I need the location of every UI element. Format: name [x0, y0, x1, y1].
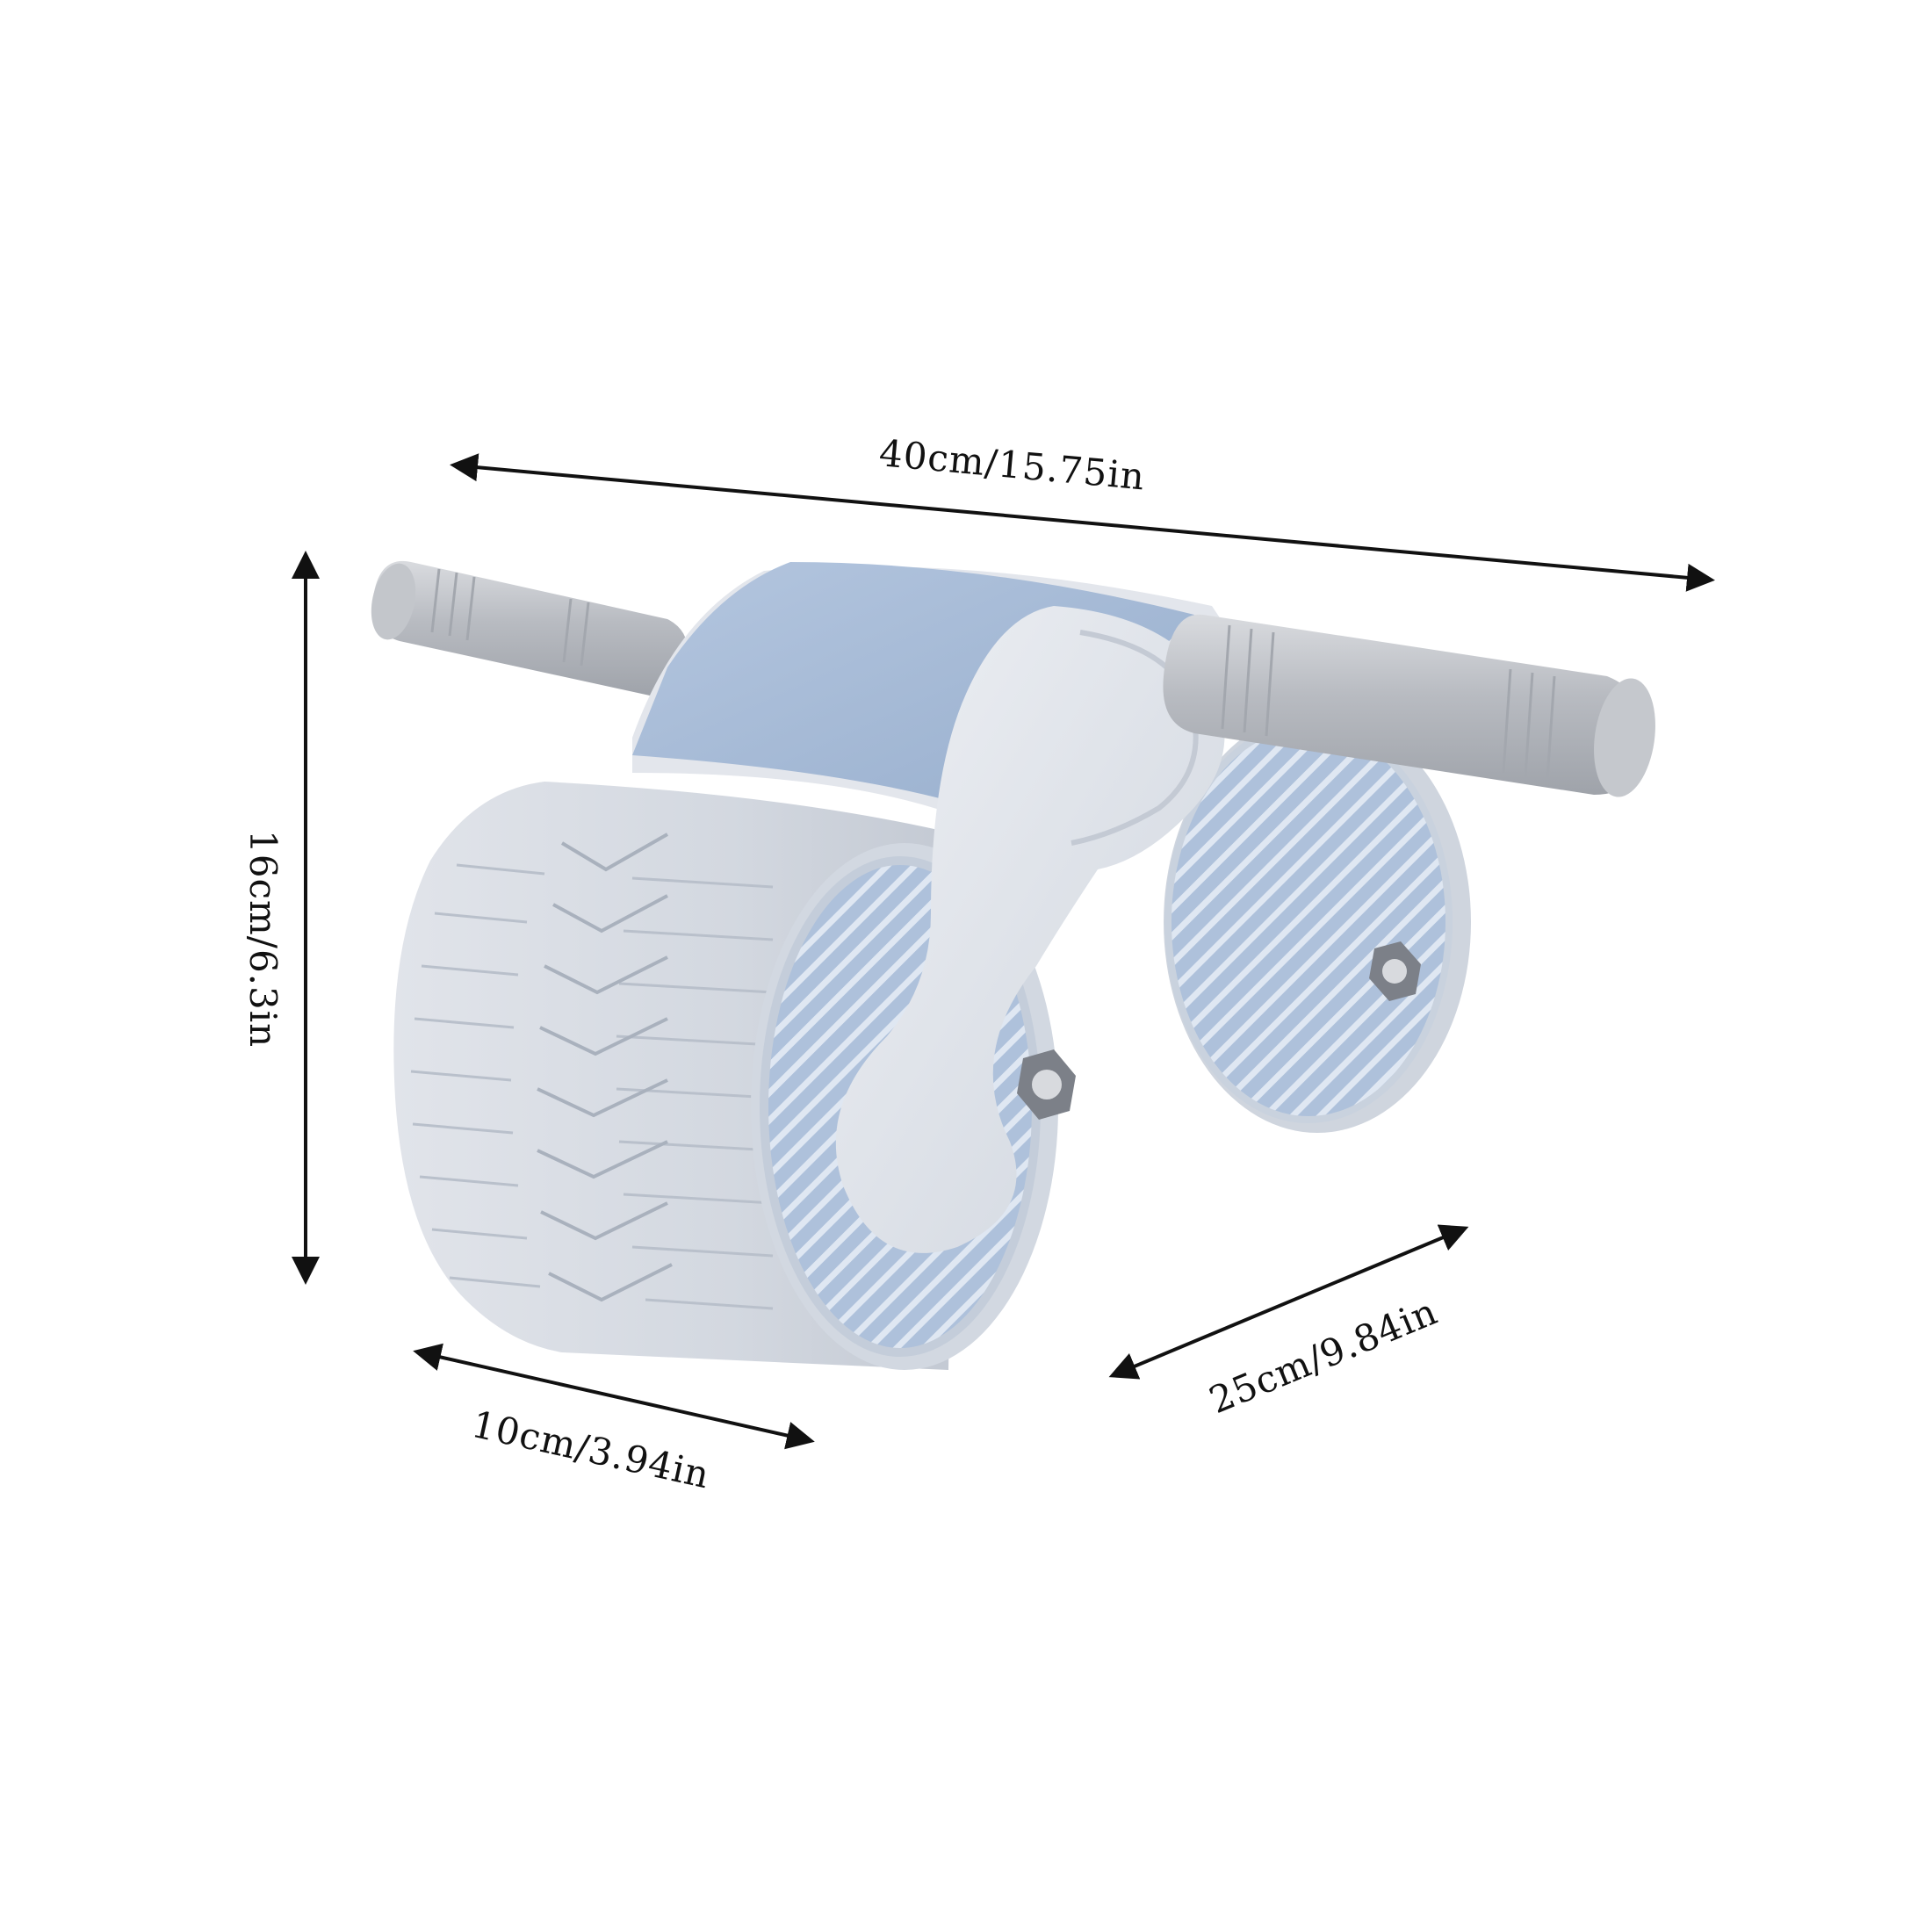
- wheel-width-arrow-icon: [413, 1343, 815, 1450]
- left-handle-grip: [371, 560, 688, 697]
- side-frame: [835, 606, 1225, 1253]
- length-arrow-icon: [450, 453, 1715, 592]
- wheel-width-label: 10cm/3.94in: [468, 1402, 714, 1497]
- ab-roller-wheel-icon: [371, 560, 1655, 1370]
- length-label: 40cm/15.75in: [877, 431, 1147, 498]
- height-label: 16cm/6.3in: [242, 830, 285, 1048]
- depth-label: 25cm/9.84in: [1203, 1289, 1444, 1422]
- depth-dimension: 25cm/9.84in: [1108, 1224, 1469, 1422]
- height-dimension: 16cm/6.3in: [242, 551, 320, 1285]
- back-axle-bolt-icon: [1369, 941, 1421, 1001]
- right-handle-grip: [1163, 614, 1655, 797]
- wheel-width-dimension: 10cm/3.94in: [413, 1343, 815, 1497]
- back-wheel: [1164, 711, 1471, 1133]
- depth-arrow-icon: [1108, 1224, 1469, 1380]
- length-dimension: 40cm/15.75in: [450, 431, 1715, 592]
- front-axle-bolt-icon: [1017, 1049, 1076, 1120]
